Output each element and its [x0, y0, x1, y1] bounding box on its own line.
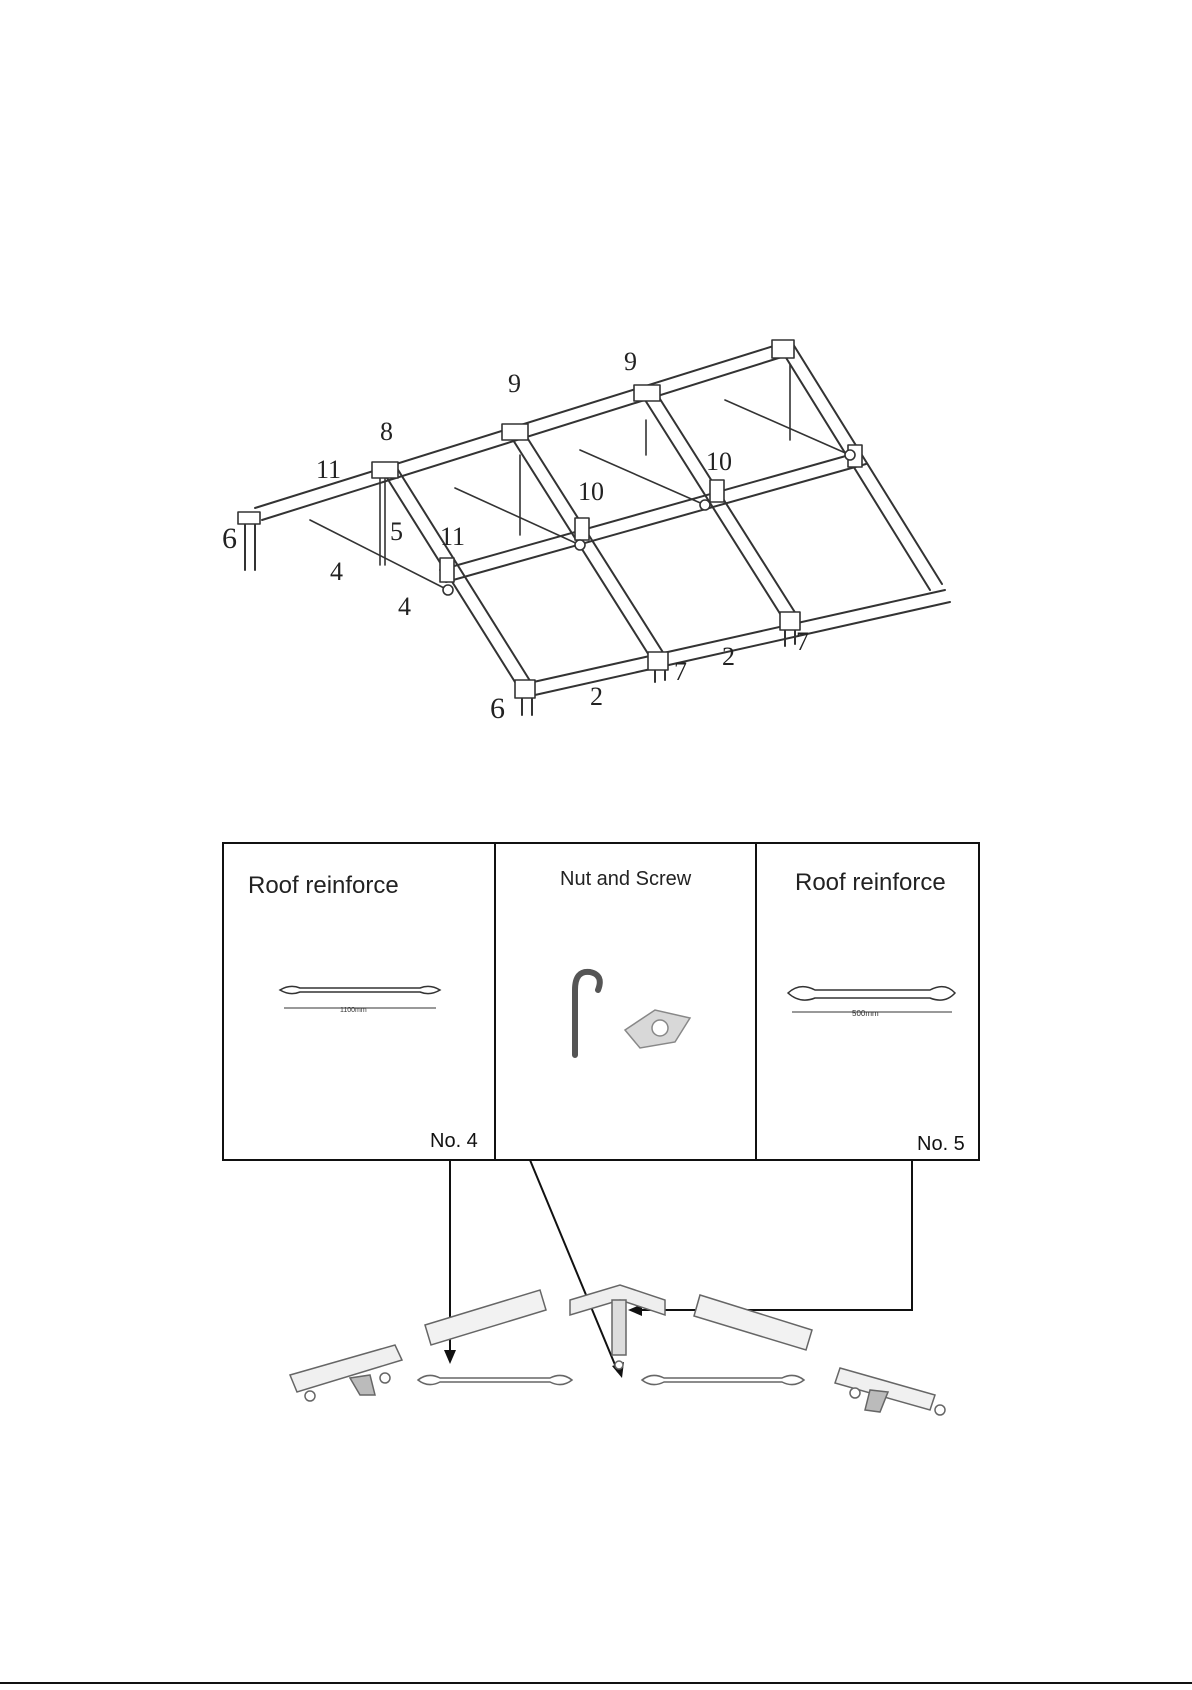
- label-2-right: 2: [722, 642, 735, 671]
- panel-roof-reinforce-no5: Roof reinforce 500mm No. 5: [788, 869, 965, 1155]
- panel-title: Nut and Screw: [560, 868, 692, 890]
- label-6-bottom: 6: [490, 692, 505, 725]
- label-10-left: 10: [578, 477, 604, 506]
- label-11-mid: 11: [440, 522, 465, 551]
- part-number: No. 4: [430, 1130, 478, 1152]
- ridge-joint: [570, 1285, 665, 1369]
- label-9-right: 9: [624, 347, 637, 376]
- assembly-arrows: [444, 1160, 912, 1378]
- label-7-left: 7: [674, 657, 687, 686]
- wing-nut-icon: [625, 1010, 690, 1048]
- front-eave: [520, 590, 950, 715]
- label-7-right: 7: [796, 627, 809, 656]
- frame-labels: 6 6 11 11 8 9 9 10 10 5 4 4 2 2 7 7: [222, 347, 809, 725]
- left-eave-pipe: [290, 1345, 402, 1401]
- hook-screw-icon: [575, 972, 600, 1055]
- joints: [238, 340, 862, 698]
- label-8: 8: [380, 417, 393, 446]
- front-rafter: [382, 465, 532, 690]
- ridge-assembly: [290, 1285, 945, 1415]
- label-5: 5: [390, 517, 403, 546]
- label-2-left: 2: [590, 682, 603, 711]
- panel-title: Roof reinforce: [248, 872, 399, 899]
- right-reinforce-bar: [642, 1375, 804, 1384]
- part-number: No. 5: [917, 1133, 965, 1155]
- back-eave: [245, 520, 255, 570]
- dimension-label: 1100mm: [340, 1007, 367, 1014]
- label-10-right: 10: [706, 447, 732, 476]
- panel-title: Roof reinforce: [795, 869, 946, 896]
- left-rafter-pipe: [425, 1290, 546, 1345]
- label-9-left: 9: [508, 369, 521, 398]
- reinforce-bar-short-icon: [788, 987, 955, 1000]
- parts-table: Roof reinforce 1100mm No. 4 Nut and Scre…: [223, 843, 979, 1160]
- reinforce-bar-long-icon: [280, 986, 440, 993]
- label-4-bottom: 4: [398, 592, 411, 621]
- panel-roof-reinforce-no4: Roof reinforce 1100mm No. 4: [248, 872, 478, 1152]
- label-6-left: 6: [222, 522, 237, 555]
- label-4-left: 4: [330, 557, 343, 586]
- right-eave-pipe: [835, 1368, 945, 1415]
- purlin: [440, 452, 866, 582]
- right-rafter-pipe: [694, 1295, 812, 1350]
- middle-rafters: [508, 344, 942, 660]
- frame-diagram: [238, 340, 950, 715]
- left-reinforce-bar: [418, 1375, 572, 1384]
- panel-nut-and-screw: Nut and Screw: [560, 868, 692, 1055]
- dimension-label: 500mm: [852, 1009, 879, 1018]
- label-11-top: 11: [316, 455, 341, 484]
